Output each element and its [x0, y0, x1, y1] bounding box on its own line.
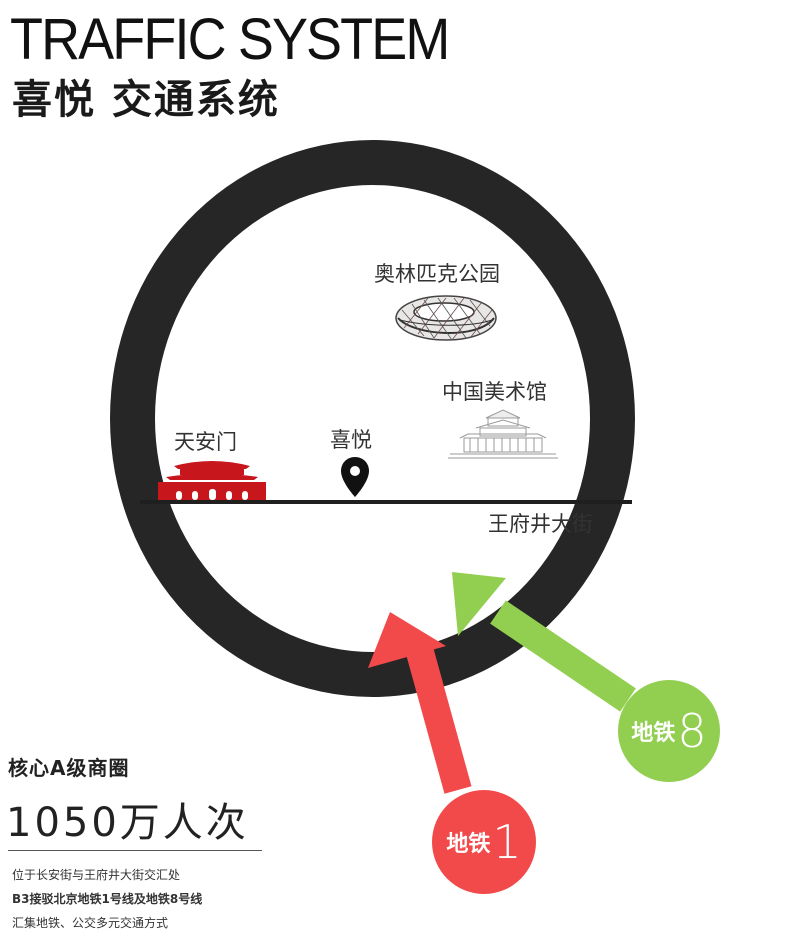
title-english: TRAFFIC SYSTEM: [10, 7, 450, 72]
location-pin-icon: [341, 457, 369, 497]
subway-line1-label: 地铁: [446, 832, 491, 857]
title-chinese: 喜悦 交通系统: [12, 77, 280, 123]
subway-line8-number: 8: [677, 704, 707, 758]
subway-line1-number: 1: [492, 815, 522, 869]
label-xiyue: 喜悦: [330, 428, 372, 452]
kpi-label: 核心A级商圈: [8, 756, 130, 780]
subway-line8-badge: 地铁 8: [618, 680, 720, 782]
label-tiananmen: 天安门: [174, 430, 237, 454]
note-location: 位于长安街与王府井大街交汇处: [12, 868, 181, 882]
label-olympic-park: 奥林匹克公园: [374, 262, 500, 286]
subway-line8-label: 地铁: [631, 721, 676, 746]
kpi-value: 1050万人次: [6, 800, 249, 846]
street-line: [140, 500, 632, 504]
label-street: 王府井大街: [488, 512, 593, 536]
note-subway-connection: B3接驳北京地铁1号线及地铁8号线: [12, 892, 203, 906]
note-transport-modes: 汇集地铁、公交多元交通方式: [12, 916, 169, 930]
subway-line8-arrow: [452, 572, 636, 712]
divider: [8, 850, 262, 851]
birds-nest-stadium-icon: [395, 295, 497, 341]
art-museum-building-icon: [448, 409, 558, 459]
tiananmen-gate-icon: [158, 461, 266, 500]
label-art-museum: 中国美术馆: [442, 380, 547, 404]
subway-line1-badge: 地铁 1: [432, 790, 536, 894]
subway-line1-arrow: [368, 612, 472, 794]
